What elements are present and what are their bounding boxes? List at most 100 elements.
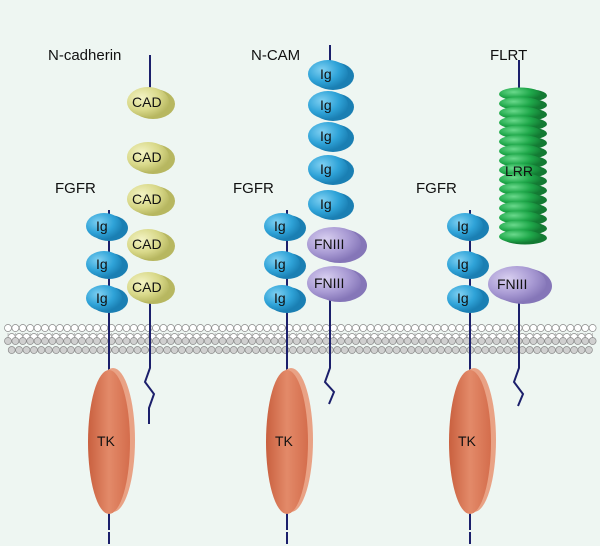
membrane-lipid-head: [396, 337, 405, 345]
membrane-lipid-head: [211, 324, 220, 332]
membrane-lipid-head: [255, 337, 264, 345]
membrane-lipid-head: [540, 346, 549, 354]
membrane-lipid-head: [200, 346, 208, 354]
membrane-lipid-head: [55, 324, 64, 332]
ncam-ig-label-4: Ig: [320, 161, 332, 177]
membrane-lipid-head: [26, 337, 35, 345]
membrane-lipid-head: [381, 324, 390, 332]
lrr-repeat: [499, 173, 541, 186]
flrt-backbone: [512, 300, 525, 407]
membrane-lipid-head: [425, 337, 434, 345]
membrane-lipid-head: [30, 346, 38, 354]
lrr-repeat: [499, 97, 541, 110]
fgfr-1-title: FGFR: [55, 180, 96, 197]
membrane-lipid-head: [233, 337, 242, 345]
lrr-repeat: [499, 211, 541, 224]
membrane-lipid-head: [400, 346, 408, 354]
membrane-lipid-head: [48, 324, 57, 332]
ncam-ig-domain-1: Ig: [308, 60, 354, 90]
membrane-lipid-head: [551, 337, 560, 345]
membrane-outer-heads: [4, 324, 597, 341]
membrane-lipid-head: [351, 324, 360, 332]
lrr-repeat: [499, 192, 541, 205]
ncam-title: N-CAM: [251, 47, 300, 64]
membrane-lipid-head: [266, 346, 275, 354]
membrane-lipid-head: [92, 337, 101, 345]
ncam-ig-domain-5: Ig: [308, 190, 354, 220]
cad-domain-1: CAD: [127, 87, 175, 119]
fgfr-1-ig-domain-3: Ig: [86, 285, 128, 313]
membrane-lipid-head: [248, 324, 257, 332]
flrt-molecule: LRR FNIII FLRT: [488, 47, 552, 407]
membrane-lipid-head: [7, 346, 16, 354]
membrane-lipid-head: [470, 337, 479, 345]
membrane-lipid-head: [577, 346, 586, 354]
membrane-lipid-head: [59, 346, 68, 354]
membrane-lipid-head: [237, 346, 245, 354]
membrane-lipid-head: [314, 324, 323, 332]
membrane-lipid-head: [222, 346, 231, 354]
cad-label-3: CAD: [132, 191, 162, 207]
membrane-lipid-head: [377, 346, 386, 354]
membrane-lipid-head: [544, 337, 553, 345]
membrane-lipid-head: [388, 324, 397, 332]
fgfr-2-ig-domain-3: Ig: [264, 285, 306, 313]
membrane-lipid-head: [322, 337, 331, 345]
fgfr-2-ig-label-3: Ig: [274, 290, 286, 306]
membrane-lipid-head: [503, 346, 512, 354]
membrane-lipid-head: [296, 346, 305, 354]
membrane-lipid-head: [392, 346, 401, 354]
membrane-lipid-head: [507, 337, 516, 345]
membrane-lipid-head: [277, 337, 286, 345]
membrane-lipid-head: [559, 324, 567, 332]
cad-domain-5: CAD: [127, 272, 175, 304]
fgfr-3-ig-label-2: Ig: [457, 256, 469, 272]
membrane-lipid-head: [92, 324, 101, 332]
membrane-lipid-head: [485, 324, 493, 332]
fgfr-2-ig-domain-2: Ig: [264, 251, 306, 279]
membrane-lipid-head: [455, 337, 464, 345]
membrane-lipid-head: [181, 324, 190, 332]
membrane-lipid-head: [440, 337, 449, 345]
membrane-lipid-head: [211, 337, 220, 345]
membrane-lipid-head: [277, 324, 286, 332]
membrane-lipid-head: [192, 346, 201, 354]
membrane-lipid-head: [181, 337, 190, 345]
membrane-lipid-head: [488, 346, 497, 354]
membrane-lipid-head: [263, 324, 271, 332]
ncam-ig-label-3: Ig: [320, 128, 332, 144]
membrane-lipid-head: [63, 324, 72, 332]
membrane-lipid-head: [244, 346, 253, 354]
membrane-lipid-head: [329, 324, 338, 332]
membrane-lipid-head: [11, 324, 20, 332]
membrane-lipid-head: [178, 346, 186, 354]
fgfr-1-ig-label-2: Ig: [96, 256, 108, 272]
ncam-molecule: Ig Ig Ig Ig Ig FNIII: [251, 45, 367, 405]
lrr-repeat: [499, 182, 541, 196]
membrane-lipid-head: [155, 346, 164, 354]
membrane-lipid-head: [499, 324, 508, 332]
fgfr-1-ig-label-3: Ig: [96, 290, 108, 306]
lrr-repeat: [499, 106, 541, 120]
membrane-lipid-head: [422, 346, 430, 354]
membrane-lipid-head: [451, 346, 460, 354]
membrane-lipid-head: [159, 337, 168, 345]
lrr-repeat: [499, 144, 541, 158]
membrane-lipid-head: [144, 324, 153, 332]
membrane-lipid-head: [248, 337, 257, 345]
membrane-lipid-head: [522, 337, 530, 345]
cad-domain-4: CAD: [127, 229, 175, 261]
membrane-lipid-head: [307, 324, 316, 332]
membrane-lipid-head: [259, 346, 268, 354]
membrane-lipid-head: [570, 346, 578, 354]
cad-domain-2: CAD: [127, 142, 175, 174]
membrane-lipid-head: [126, 346, 134, 354]
lrr-repeat: [499, 125, 541, 139]
membrane-lipid-head: [166, 324, 175, 332]
membrane-lipid-head: [344, 337, 353, 345]
fgfr-3-title: FGFR: [416, 180, 457, 197]
membrane-lipid-head: [115, 337, 123, 345]
membrane-lipid-head: [455, 324, 464, 332]
membrane-lipid-head: [137, 324, 146, 332]
lrr-repeat: [499, 220, 541, 234]
